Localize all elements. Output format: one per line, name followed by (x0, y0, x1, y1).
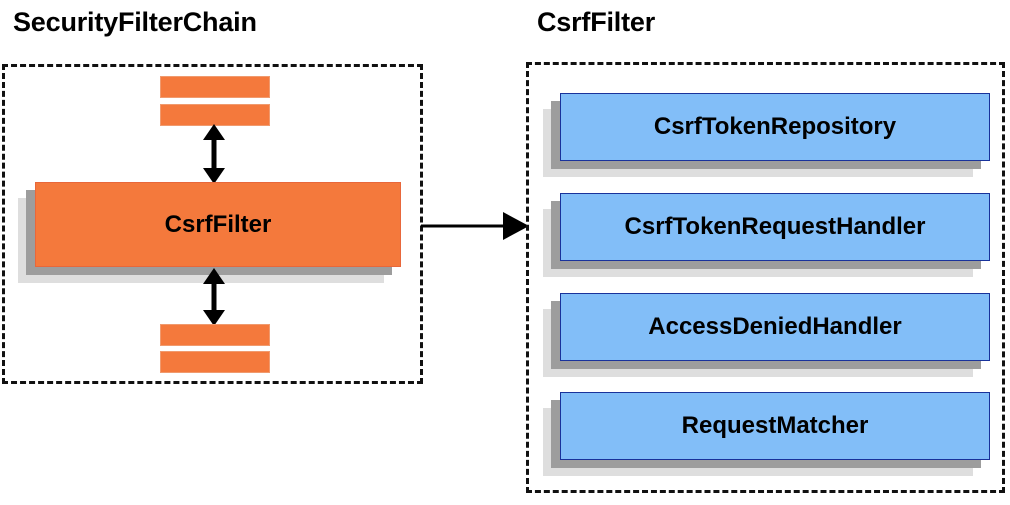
csrf-filter-label: CsrfFilter (164, 210, 272, 238)
component-access-denied-handler[interactable]: AccessDeniedHandler (543, 293, 990, 377)
component-csrf-token-repository[interactable]: CsrfTokenRepository (543, 93, 990, 177)
filter-bar-below-1 (160, 324, 270, 346)
component-request-matcher[interactable]: RequestMatcher (543, 392, 990, 476)
security-filter-chain-container (2, 64, 423, 384)
component-face: CsrfTokenRequestHandler (560, 193, 990, 261)
csrf-filter-block[interactable]: CsrfFilter (18, 182, 401, 283)
double-arrow-below-icon (203, 268, 225, 326)
filter-bar-above-1 (160, 76, 270, 98)
left-panel-title: SecurityFilterChain (13, 7, 257, 37)
csrf-filter-container (526, 62, 1005, 493)
component-face: CsrfTokenRepository (560, 93, 990, 161)
component-label: CsrfTokenRepository (653, 113, 897, 140)
right-panel-title: CsrfFilter (537, 7, 656, 37)
filter-bar-above-2 (160, 104, 270, 126)
component-label: CsrfTokenRequestHandler (624, 213, 926, 240)
double-arrow-above-icon (203, 124, 225, 184)
component-face: AccessDeniedHandler (560, 293, 990, 361)
component-label: AccessDeniedHandler (648, 313, 902, 340)
component-label: RequestMatcher (681, 412, 869, 439)
component-face: RequestMatcher (560, 392, 990, 460)
csrf-filter-face: CsrfFilter (35, 182, 401, 267)
filter-bar-below-2 (160, 351, 270, 373)
panel-connector-arrow-icon (421, 212, 529, 240)
component-csrf-token-request-handler[interactable]: CsrfTokenRequestHandler (543, 193, 990, 277)
